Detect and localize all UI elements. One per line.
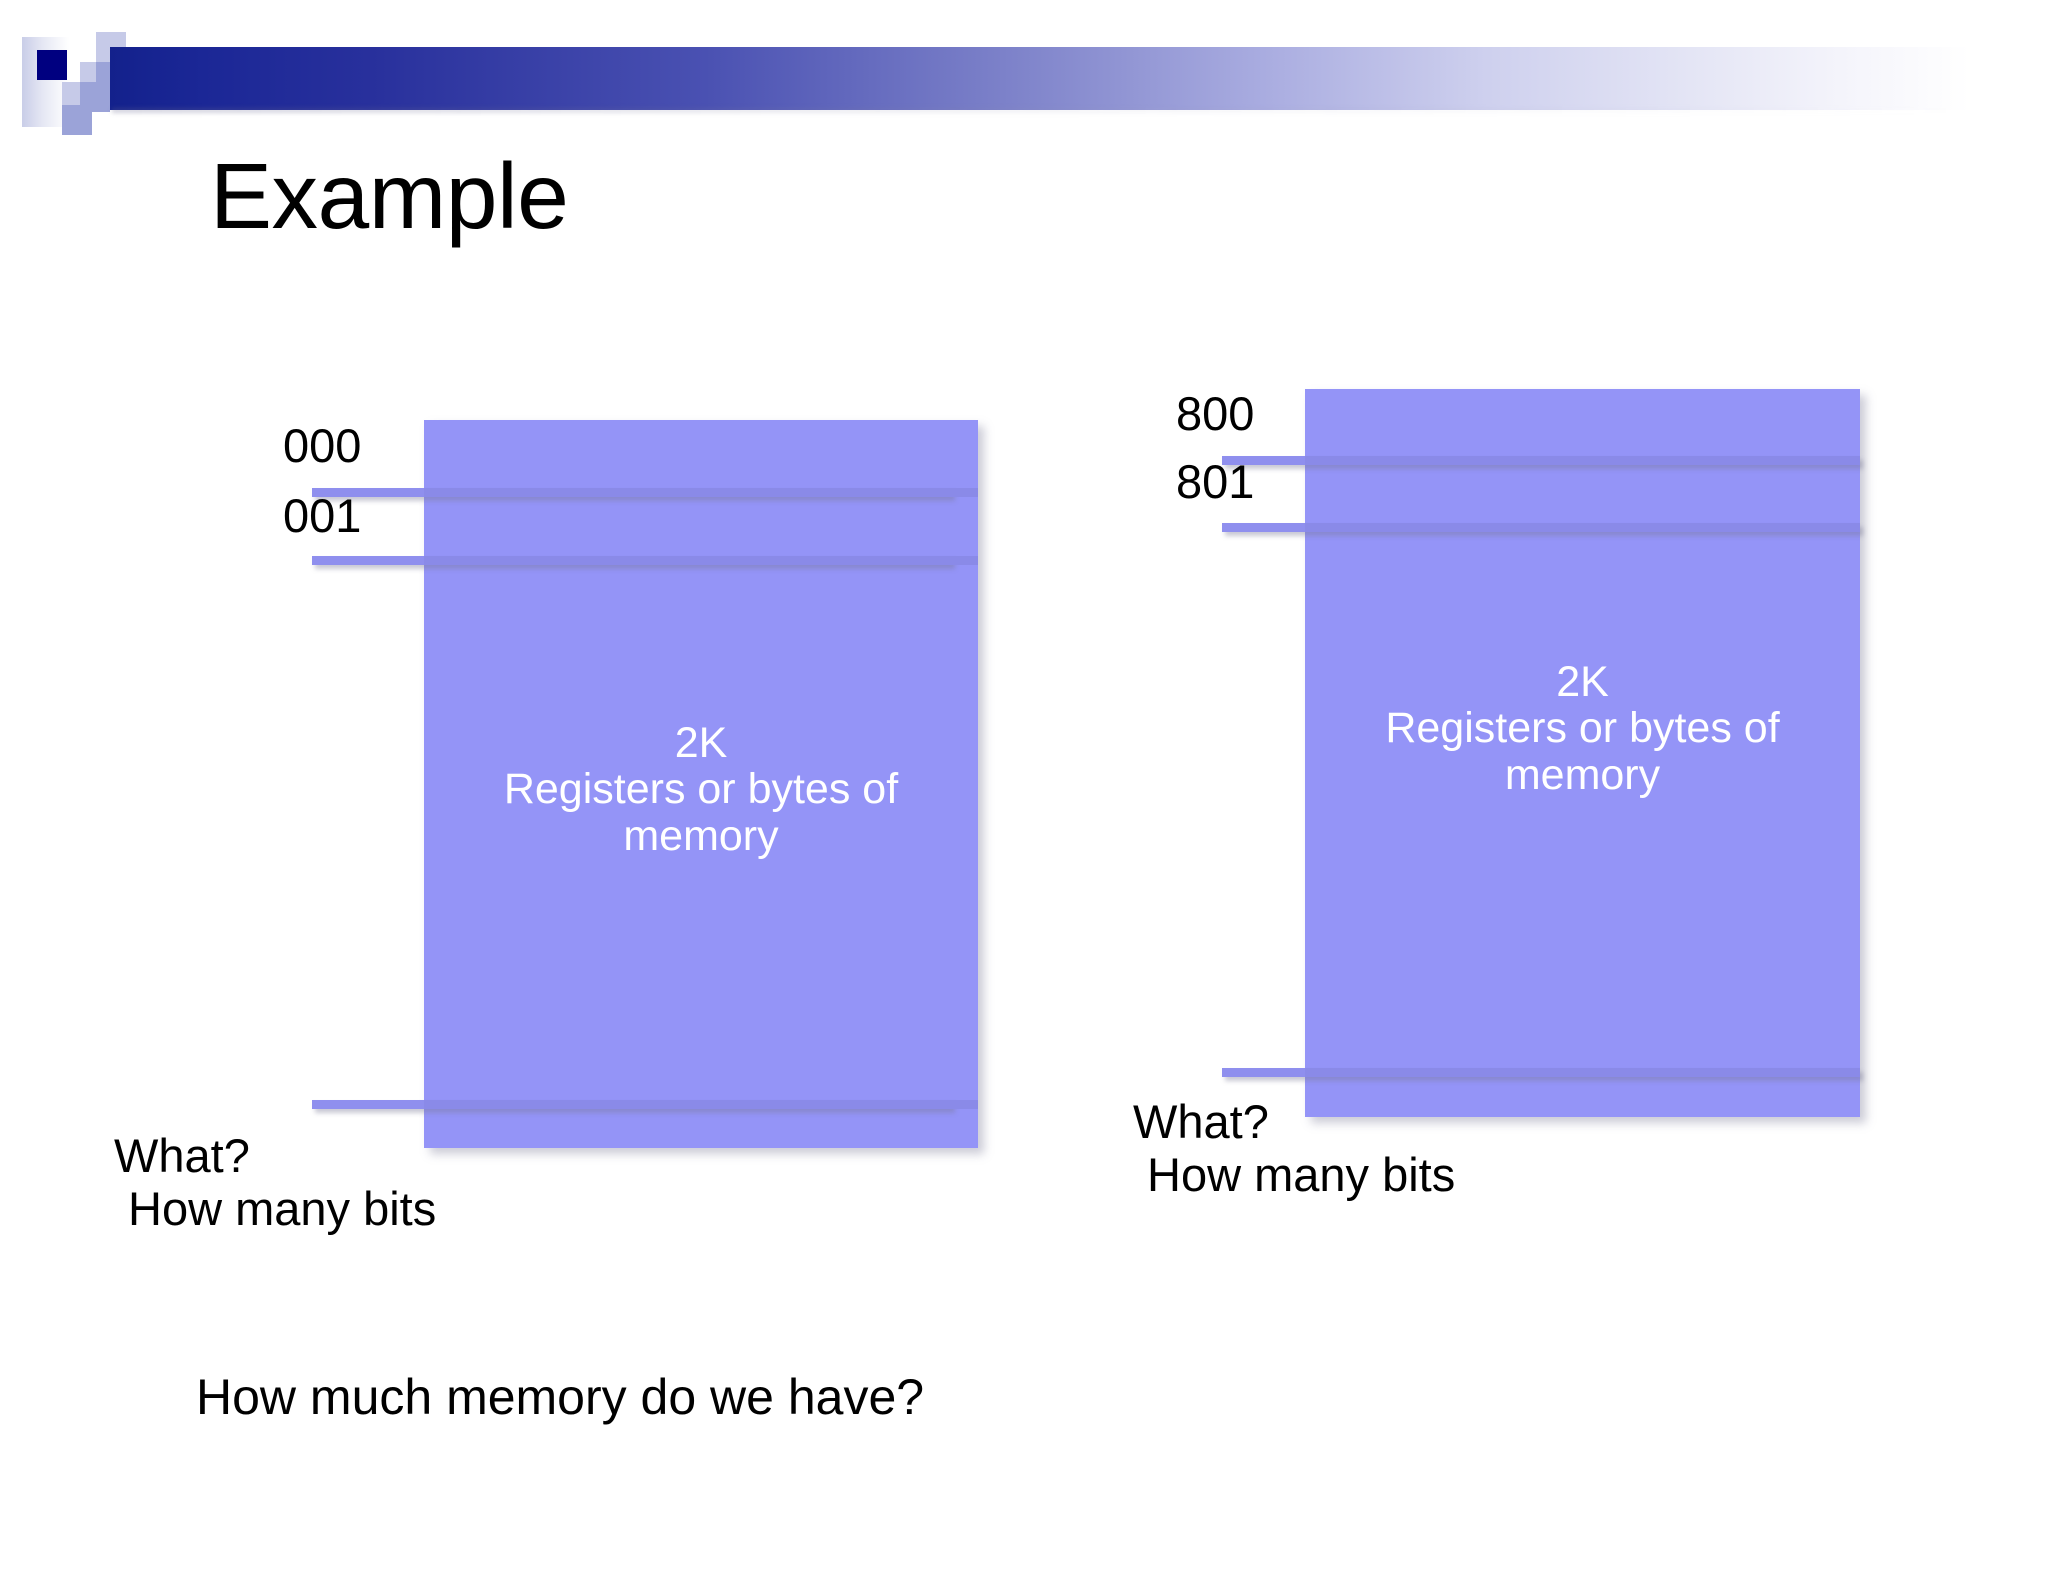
decoration-navy-square-icon [37, 50, 67, 80]
memory-block-right-caption-line2: Registers or bytes of [1385, 704, 1780, 753]
annotation-left-line1: What? [114, 1129, 250, 1182]
memory-row-divider-left-1-inner [424, 556, 978, 565]
memory-row-divider-right-1-inner [1305, 523, 1860, 532]
memory-block-right-caption-line1: 2K [1556, 658, 1609, 706]
annotation-left: What? How many bits [114, 1129, 437, 1235]
memory-block-left-caption-line1: 2K [674, 719, 728, 767]
decoration-gradient-bar-shadow [112, 108, 1962, 113]
memory-block-right-caption: 2K Registers or bytes of memory [1305, 658, 1860, 799]
annotation-right-line2: How many bits [1147, 1147, 1456, 1201]
annotation-left-line2: How many bits [128, 1181, 437, 1235]
memory-row-divider-left-2-inner [424, 1100, 978, 1109]
memory-block-right-caption-line3: memory [1504, 750, 1661, 799]
page-title: Example [210, 144, 569, 248]
memory-block-right: 2K Registers or bytes of memory [1305, 389, 1860, 1117]
memory-block-left: 2K Registers or bytes of memory [424, 420, 978, 1148]
annotation-right-line1: What? [1133, 1095, 1269, 1148]
memory-row-divider-left-0-inner [424, 488, 978, 497]
decoration-square-icon [62, 105, 92, 135]
address-label-left-1: 001 [283, 489, 362, 542]
decoration-gradient-bar [110, 47, 1970, 110]
memory-row-divider-right-0-inner [1305, 456, 1860, 465]
footer-question: How much memory do we have? [196, 1369, 925, 1425]
memory-block-left-caption: 2K Registers or bytes of memory [424, 719, 978, 860]
memory-row-divider-right-2-inner [1305, 1068, 1860, 1077]
memory-block-left-caption-line3: memory [623, 811, 779, 860]
header-decoration [0, 0, 2048, 170]
address-label-left-0: 000 [283, 419, 362, 472]
address-label-right-1: 801 [1176, 455, 1255, 508]
memory-block-left-caption-line2: Registers or bytes of [503, 765, 899, 814]
address-label-right-0: 800 [1176, 387, 1255, 440]
annotation-right: What? How many bits [1133, 1095, 1456, 1201]
